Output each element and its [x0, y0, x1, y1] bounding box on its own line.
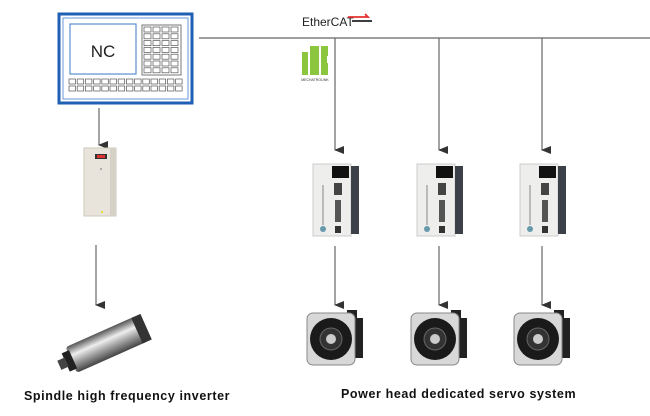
servo-drive-2: [416, 163, 463, 237]
key: [170, 40, 179, 46]
servo-motor-2: [410, 310, 467, 366]
key: [85, 78, 93, 85]
key: [167, 85, 175, 92]
key: [170, 67, 179, 74]
key: [170, 33, 179, 40]
key: [152, 26, 161, 33]
servo-label: Power head dedicated servo system: [341, 387, 576, 401]
key: [161, 26, 170, 33]
key: [117, 85, 126, 92]
mechatrolink-logo: MECHATROLINK: [301, 46, 329, 82]
key: [143, 33, 152, 40]
nc-keypad: [141, 24, 182, 76]
servo-drive-1: [312, 163, 359, 237]
key: [152, 60, 161, 67]
key: [152, 47, 161, 53]
ethercat-logo: EtherCAT: [302, 13, 372, 29]
nc-controller: NC: [57, 12, 194, 105]
key: [76, 78, 85, 85]
servo-motor-1: [306, 310, 363, 366]
key: [175, 78, 183, 85]
key: [134, 85, 142, 92]
key: [85, 85, 93, 92]
key: [109, 85, 117, 92]
key: [161, 53, 170, 60]
key: [150, 78, 158, 85]
servo-drive-3: [519, 163, 566, 237]
nc-screen: [69, 23, 137, 75]
key: [152, 40, 161, 46]
key: [158, 78, 167, 85]
key: [175, 85, 183, 92]
key: [143, 47, 152, 53]
key: [170, 47, 179, 53]
key: [93, 78, 101, 85]
key: [152, 67, 161, 74]
key: [143, 60, 152, 67]
key: [167, 78, 175, 85]
key: [161, 47, 170, 53]
nc-label: NC: [91, 42, 116, 61]
nc-keyboard: [68, 78, 183, 92]
key: [126, 78, 134, 85]
key: [68, 78, 76, 85]
key: [134, 78, 142, 85]
key: [101, 78, 109, 85]
key: [161, 40, 170, 46]
key: [143, 26, 152, 33]
svg-text:MECHATROLINK: MECHATROLINK: [301, 78, 329, 82]
key: [142, 85, 150, 92]
key: [170, 60, 179, 67]
key: [76, 85, 85, 92]
key: [143, 40, 152, 46]
key: [152, 33, 161, 40]
key: [143, 67, 152, 74]
key: [109, 78, 117, 85]
key: [150, 85, 158, 92]
key: [170, 26, 179, 33]
servo-motor-3: [513, 310, 570, 366]
key: [161, 60, 170, 67]
key: [126, 85, 134, 92]
key: [161, 67, 170, 74]
key: [93, 85, 101, 92]
key: [142, 78, 150, 85]
key: [117, 78, 126, 85]
svg-text:EtherCAT: EtherCAT: [302, 15, 354, 29]
key: [152, 53, 161, 60]
frequency-inverter: [83, 147, 117, 217]
spindle-label: Spindle high frequency inverter: [24, 389, 230, 403]
bus-lines: [95, 37, 650, 309]
key: [101, 85, 109, 92]
key: [170, 53, 179, 60]
key: [143, 53, 152, 60]
key: [158, 85, 167, 92]
key: [68, 85, 76, 92]
spindle-motor: [57, 313, 152, 372]
key: [161, 33, 170, 40]
